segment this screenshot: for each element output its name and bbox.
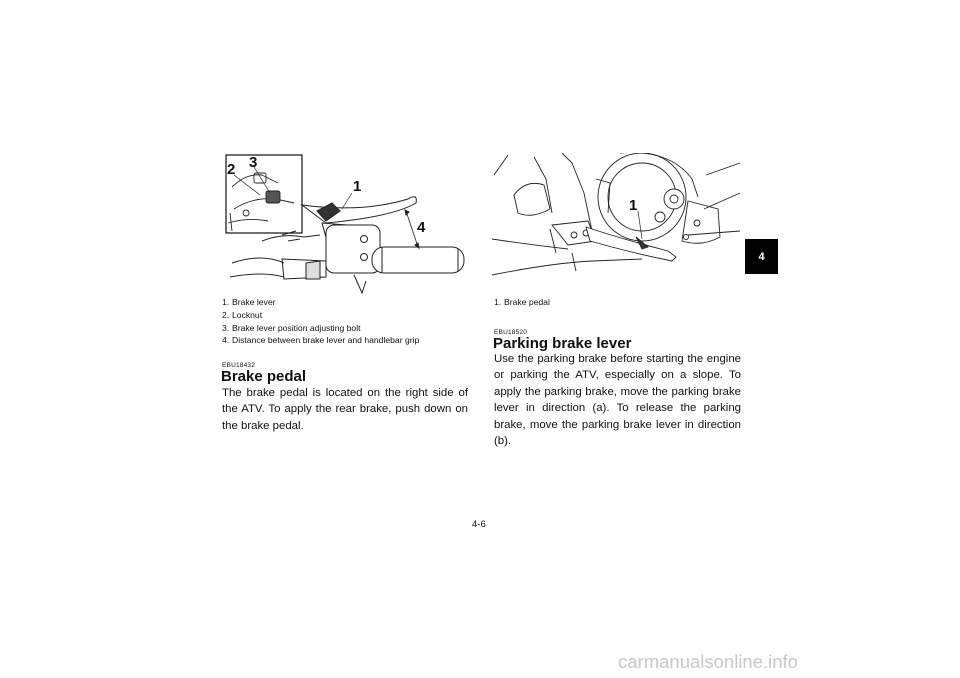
section-heading: Brake pedal [221, 368, 307, 385]
caption-item: 4.Distance between brake lever and handl… [222, 335, 420, 346]
caption-item: 3.Brake lever position adjusting bolt [222, 322, 361, 333]
brake-pedal-illustration: 1 [492, 153, 742, 293]
right-figure-captions: 1.Brake pedal [494, 296, 744, 309]
caption-text: Brake lever [232, 297, 276, 307]
footer-watermark: carmanualsonline.info [618, 651, 798, 672]
inset-frame [225, 154, 303, 234]
caption-item: 1.Brake pedal [494, 297, 550, 307]
brake-lever-illustration: 2 3 1 4 [222, 153, 472, 295]
section-code: EBU18432 [222, 362, 256, 369]
section-body: Use the parking brake before starting th… [494, 353, 741, 448]
section-body: The brake pedal is located on the right … [222, 387, 468, 432]
caption-text: Brake pedal [504, 297, 550, 307]
callout-1: 1 [353, 178, 361, 195]
page-number: 4-6 [472, 519, 486, 530]
caption-item: 1.Brake lever [222, 297, 276, 307]
caption-item: 2.Locknut [222, 309, 263, 320]
caption-text: Locknut [232, 309, 263, 320]
caption-text: Brake lever position adjusting bolt [232, 322, 361, 333]
chapter-tab: 4 [745, 239, 778, 274]
caption-text: Distance between brake lever and handleb… [232, 335, 420, 346]
section-code: EBU18520 [494, 329, 528, 336]
section-heading: Parking brake lever [493, 335, 632, 352]
chapter-number: 4 [758, 250, 765, 263]
callout-4: 4 [417, 219, 426, 236]
callout-3: 3 [249, 154, 257, 171]
callout-2: 2 [227, 161, 235, 178]
callout-1: 1 [629, 197, 637, 214]
left-figure-captions: 1.Brake lever 2.Locknut 3.Brake lever po… [222, 296, 472, 347]
